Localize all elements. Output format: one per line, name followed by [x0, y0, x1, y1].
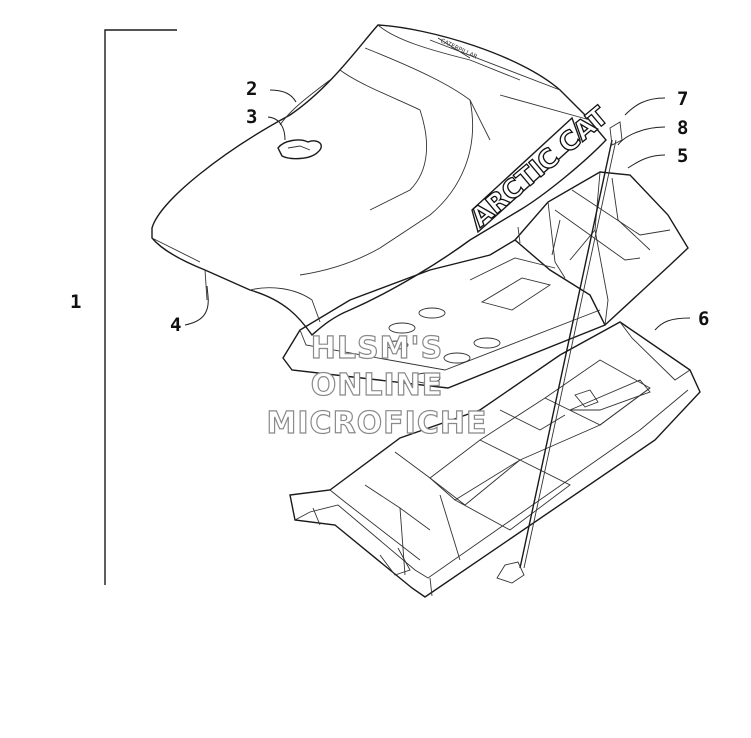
emblem [277, 139, 322, 160]
callout-7: 7 [677, 88, 688, 110]
watermark-line-3: MICROFICHE [267, 406, 488, 441]
watermark-line-1: HLSM'S [311, 331, 443, 366]
arctic-cat-decal: ARCTIC CAT [465, 100, 616, 234]
brand-logo: ARCTIC CAT [465, 101, 614, 233]
callout-6: 6 [698, 308, 709, 330]
callout-5: 5 [677, 145, 688, 167]
callout-4: 4 [170, 314, 181, 336]
callout-leaders [184, 89, 691, 331]
callout-8: 8 [677, 117, 688, 139]
watermark-line-2: ONLINE [311, 368, 444, 403]
callout-3: 3 [246, 106, 257, 128]
base-tray [289, 321, 701, 598]
seat-cushion [151, 24, 607, 337]
callout-2: 2 [246, 78, 257, 100]
watermark: HLSM'S ONLINE MICROFICHE [266, 330, 488, 441]
assembly-bracket [104, 29, 177, 585]
callout-1: 1 [70, 291, 81, 313]
support-rod [496, 121, 623, 584]
seat-base-frame [282, 171, 689, 389]
